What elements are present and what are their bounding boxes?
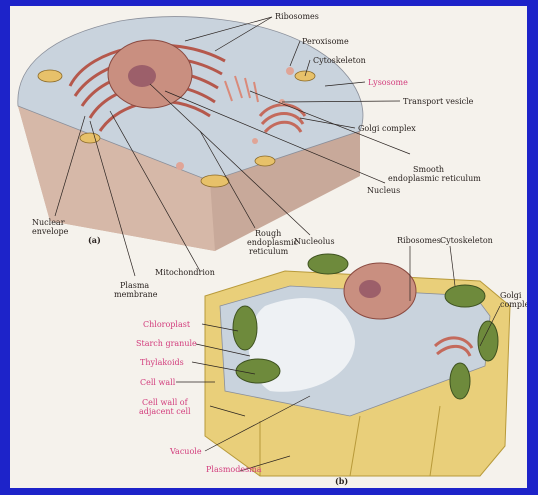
label-rough-er-1: Rough xyxy=(255,229,281,238)
label-mitochondrion: Mitochondrion xyxy=(155,268,215,277)
label-smooth-er-2: endoplasmic reticulum xyxy=(388,174,481,183)
label-plasma-membrane-2: membrane xyxy=(114,290,158,299)
label-plasma-membrane-1: Plasma xyxy=(120,281,149,290)
cell-diagram: Ribosomes Peroxisome Cytoskeleton Lysoso… xyxy=(10,6,527,488)
animal-nucleolus xyxy=(128,65,156,87)
animal-cell xyxy=(18,17,363,251)
plant-cell xyxy=(205,254,510,476)
label-peroxisome: Peroxisome xyxy=(302,37,349,46)
label-rough-er-2: endoplasmic xyxy=(247,238,299,247)
diagram-frame: Ribosomes Peroxisome Cytoskeleton Lysoso… xyxy=(10,6,527,488)
label-lysosome: Lysosome xyxy=(368,78,408,87)
label-plant-golgi-2: complex xyxy=(500,300,527,309)
label-ribosomes: Ribosomes xyxy=(275,12,319,21)
label-cell-wall: Cell wall xyxy=(140,378,176,387)
label-plant-cytoskeleton: Cytoskeleton xyxy=(440,236,493,245)
label-chloroplast: Chloroplast xyxy=(143,320,191,329)
label-cell-wall-adjacent-2: adjacent cell xyxy=(139,407,191,416)
label-plant-golgi-1: Golgi xyxy=(500,291,522,300)
label-thylakoids: Thylakoids xyxy=(140,358,184,367)
label-nuclear-envelope-2: envelope xyxy=(32,227,69,236)
label-panel-b: (b) xyxy=(335,476,348,486)
label-rough-er-3: reticulum xyxy=(249,247,289,256)
label-nuclear-envelope-1: Nuclear xyxy=(32,218,65,227)
label-plasmodesma: Plasmodesma xyxy=(206,465,262,474)
label-transport-vesicle: Transport vesicle xyxy=(403,97,474,106)
label-golgi-complex: Golgi complex xyxy=(358,124,416,133)
label-plant-ribosomes: Ribosomes xyxy=(397,236,441,245)
label-nucleolus: Nucleolus xyxy=(294,237,335,246)
label-starch-granule: Starch granule xyxy=(136,339,197,348)
plant-nucleolus xyxy=(359,280,381,298)
label-smooth-er-1: Smooth xyxy=(413,165,444,174)
label-cell-wall-adjacent-1: Cell wall of xyxy=(142,398,189,407)
label-vacuole: Vacuole xyxy=(169,447,202,456)
label-cytoskeleton: Cytoskeleton xyxy=(313,56,366,65)
label-nucleus: Nucleus xyxy=(367,186,400,195)
label-panel-a: (a) xyxy=(88,235,101,245)
